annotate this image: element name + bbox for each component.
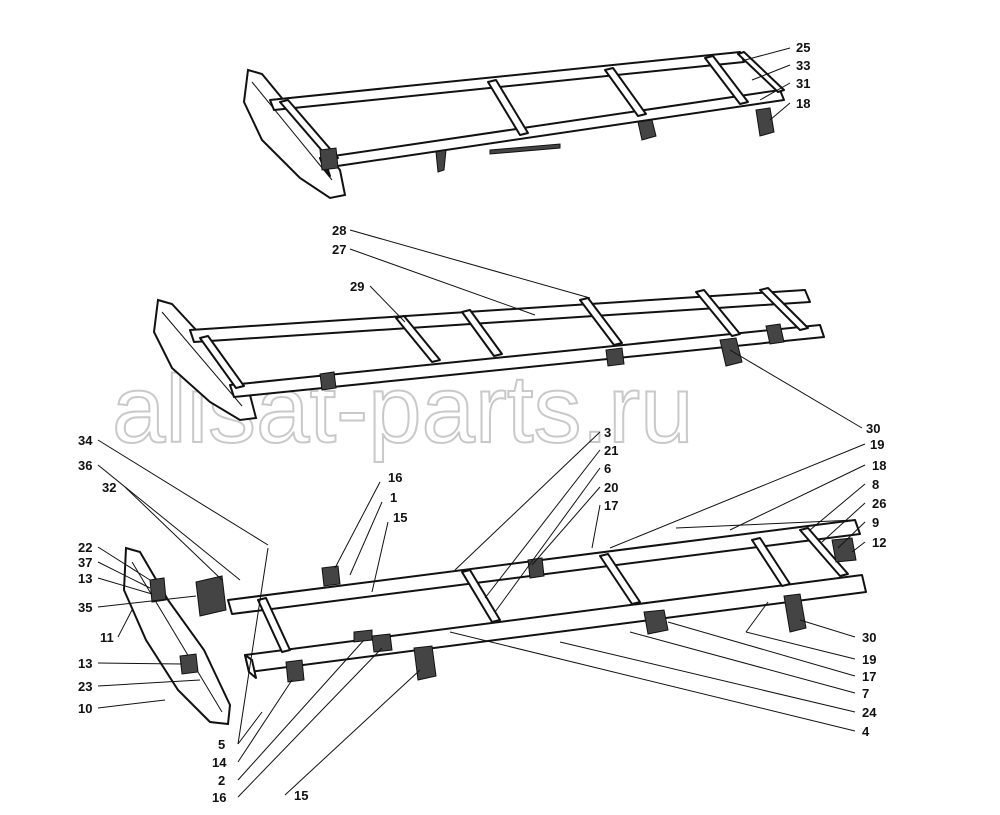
middle-bumper: [152, 298, 258, 422]
bottom-crossmember-front: [257, 597, 291, 653]
middle-frame: [152, 287, 825, 422]
callout-36: 36: [78, 458, 92, 473]
front-tow-bracket: [195, 575, 227, 617]
callout-24: 24: [862, 705, 877, 720]
callout-11: 11: [100, 630, 114, 645]
callout-27: 27: [332, 242, 346, 257]
callout-25: 25: [796, 40, 810, 55]
callout-23: 23: [78, 679, 92, 694]
callout-6: 6: [604, 461, 611, 476]
callout-18-bottom: 18: [872, 458, 886, 473]
callout-16-upper: 16: [388, 470, 402, 485]
callout-33: 33: [796, 58, 810, 73]
callout-15-bottom: 15: [294, 788, 308, 803]
callout-32: 32: [102, 480, 116, 495]
rear-shackle-bracket: [783, 593, 807, 633]
spring-bracket-mid: [413, 645, 437, 681]
callout-18-top: 18: [796, 96, 810, 111]
callout-13-lower: 13: [78, 656, 92, 671]
callout-15-upper: 15: [393, 510, 407, 525]
callout-12: 12: [872, 535, 886, 550]
callout-17-lower: 17: [862, 669, 876, 684]
callout-8: 8: [872, 477, 879, 492]
top-crossmember-3: [704, 55, 749, 105]
top-crossmember-1: [487, 79, 529, 136]
top-right-rail: [319, 89, 785, 169]
callout-13-upper: 13: [78, 571, 92, 586]
bottom-left-rail: [227, 519, 861, 615]
bumper-bracket-lower: [179, 653, 199, 675]
spring-bracket-front-left: [321, 565, 341, 587]
callout-37: 37: [78, 555, 92, 570]
bottom-crossmember-2: [599, 553, 641, 605]
callout-29: 29: [350, 279, 364, 294]
callout-9: 9: [872, 515, 879, 530]
callout-22: 22: [78, 540, 92, 555]
bottom-frame: [122, 519, 867, 726]
rear-tow-hook: [831, 537, 857, 563]
callout-14: 14: [212, 755, 227, 770]
bumper-bracket-upper: [149, 577, 167, 603]
callout-7: 7: [862, 686, 869, 701]
bottom-crossmember-1: [461, 569, 501, 623]
callout-5: 5: [218, 737, 225, 752]
callout-26: 26: [872, 496, 886, 511]
callout-20: 20: [604, 480, 618, 495]
callout-30-bottom: 30: [862, 630, 876, 645]
spring-bracket-front-right: [285, 659, 305, 683]
middle-right-rail: [229, 324, 825, 398]
middle-crossmember-2: [461, 309, 503, 357]
middle-left-rail: [189, 289, 811, 343]
callout-19-lower: 19: [862, 652, 876, 667]
callout-4: 4: [862, 724, 870, 739]
callout-31: 31: [796, 76, 810, 91]
callout-numbers: 25 33 31 18 28 27 29 30 3 21 6 20 17 19 …: [78, 40, 886, 805]
callout-35: 35: [78, 600, 92, 615]
top-frame: [242, 51, 785, 200]
spring-bracket-rear: [643, 609, 669, 635]
top-rear-bracket: [755, 107, 775, 137]
callout-34: 34: [78, 433, 93, 448]
callout-3: 3: [604, 425, 611, 440]
middle-crossmember-3: [579, 297, 623, 346]
bottom-crossmember-3: [751, 537, 791, 587]
top-left-rail: [269, 51, 745, 111]
callout-21: 21: [604, 443, 618, 458]
callout-17-upper: 17: [604, 498, 618, 513]
leader-lines: [97, 47, 866, 798]
callout-16-bottom: 16: [212, 790, 226, 805]
middle-crossmember-1: [395, 315, 441, 363]
callout-19-upper: 19: [870, 437, 884, 452]
callout-1: 1: [390, 490, 397, 505]
callout-2: 2: [218, 773, 225, 788]
callout-10: 10: [78, 701, 92, 716]
callout-28: 28: [332, 223, 346, 238]
middle-rear-bracket: [719, 337, 743, 367]
callout-30-middle: 30: [866, 421, 880, 436]
top-crossmember-2: [604, 67, 647, 117]
middle-crossmember-4: [695, 289, 741, 337]
